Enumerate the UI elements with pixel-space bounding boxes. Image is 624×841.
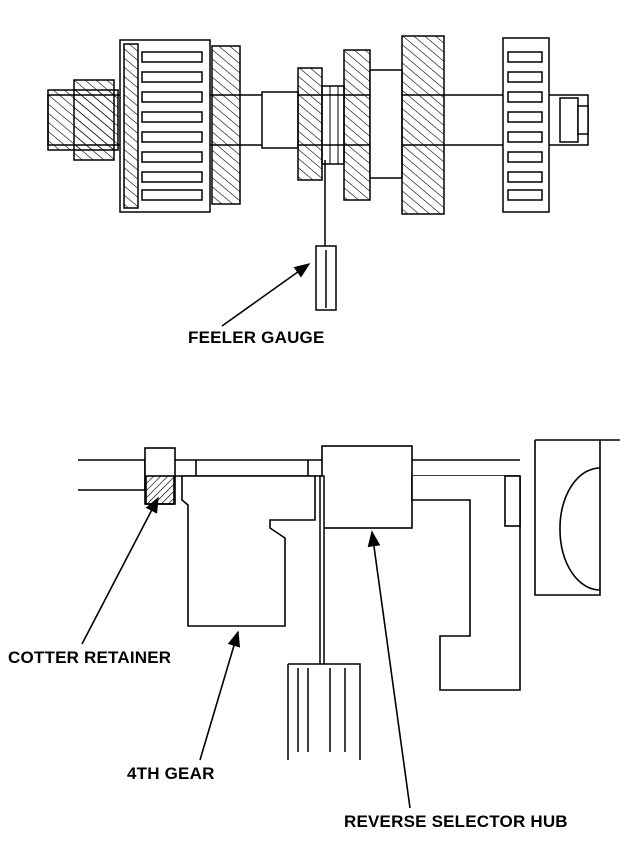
feeler-gauge-leader bbox=[221, 263, 311, 327]
shaft-section-left bbox=[78, 459, 146, 491]
reverse-gear-section bbox=[411, 476, 521, 691]
gear-2 bbox=[211, 45, 241, 205]
cotter-retainer-section bbox=[145, 475, 175, 505]
bearing-arc bbox=[559, 467, 601, 591]
shaft-collar bbox=[261, 91, 299, 149]
gear-6-slots bbox=[507, 51, 543, 201]
feeler-gauge-bottom bbox=[287, 475, 361, 760]
spacer bbox=[369, 69, 403, 179]
shaft-nut bbox=[559, 97, 579, 143]
cross-section bbox=[78, 439, 620, 691]
shaft-end bbox=[577, 105, 589, 135]
fourth-gear-section bbox=[181, 475, 316, 627]
shaft-left-spline bbox=[73, 79, 115, 161]
gear-3 bbox=[297, 67, 323, 181]
right-bushing bbox=[504, 475, 521, 527]
reverse-selector-hub-section bbox=[321, 445, 413, 529]
reverse-selector-hub-label: REVERSE SELECTOR HUB bbox=[344, 812, 568, 831]
fourth-gear-leader bbox=[199, 630, 241, 761]
fourth-gear-label: 4TH GEAR bbox=[127, 764, 215, 783]
gear-1-teeth bbox=[123, 43, 139, 209]
feeler-gauge-top bbox=[315, 160, 337, 311]
cotter-retainer-label: COTTER RETAINER bbox=[8, 648, 172, 667]
housing-section bbox=[534, 440, 601, 596]
shaft-assembly bbox=[47, 35, 589, 215]
gear-4 bbox=[343, 49, 371, 201]
synchro-sleeve bbox=[321, 85, 345, 165]
gear-1-slots bbox=[141, 51, 203, 201]
gear-5 bbox=[401, 35, 445, 215]
cotter-retainer-leader bbox=[81, 496, 159, 645]
feeler-gauge-label: FEELER GAUGE bbox=[188, 328, 325, 347]
gear-6 bbox=[502, 37, 550, 213]
reverse-selector-hub-leader bbox=[367, 530, 411, 809]
